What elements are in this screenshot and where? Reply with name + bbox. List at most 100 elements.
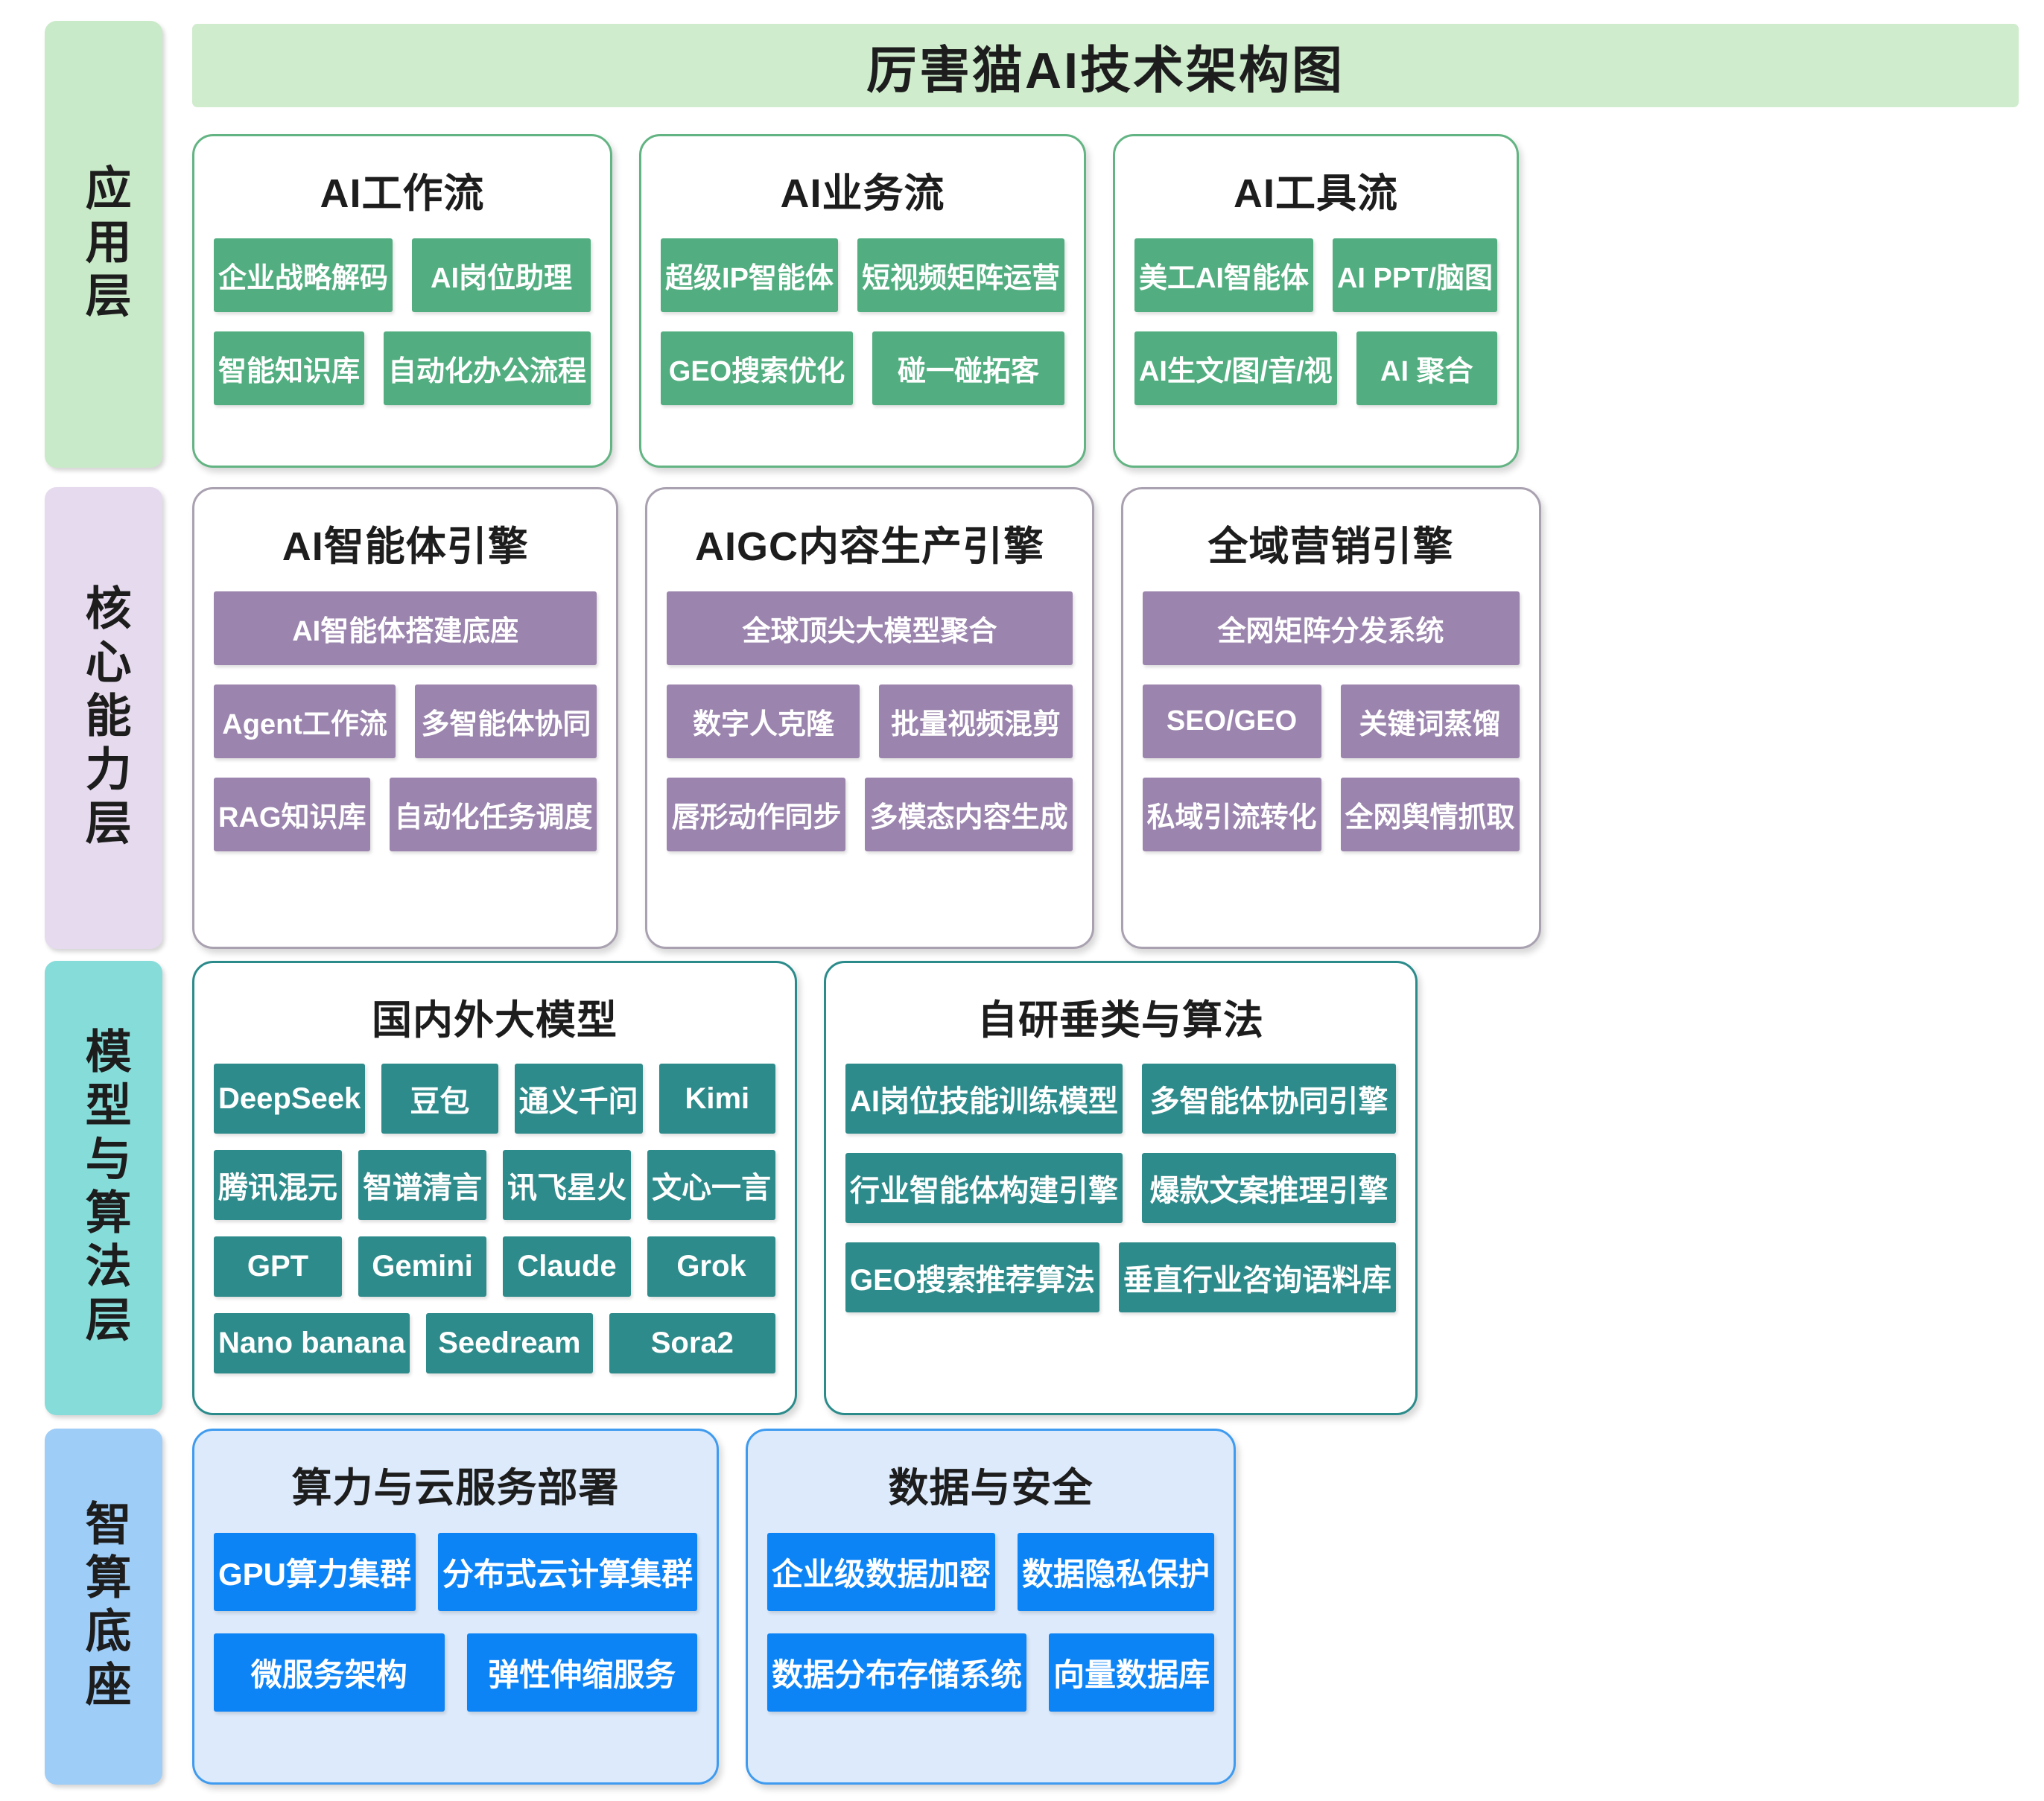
chip-row: 企业战略解码 AI岗位助理 [214,238,591,312]
chip-item[interactable]: Seedream [426,1313,593,1373]
chip-item[interactable]: AI 聚合 [1356,331,1497,405]
group-card-data-security[interactable]: 数据与安全 企业级数据加密 数据隐私保护 数据分布存储系统 向量数据库 [746,1429,1237,1785]
group-card-ai-agent-engine[interactable]: AI智能体引擎 AI智能体搭建底座 Agent工作流 多智能体协同 RAG知识库… [192,487,619,949]
sidebar-item-compute-base-layer[interactable]: 智算底座 [45,1429,162,1785]
chip-item[interactable]: 超级IP智能体 [661,238,838,312]
chip-item[interactable]: Agent工作流 [214,684,396,758]
chip-item[interactable]: 爆款文案推理引擎 [1142,1153,1396,1223]
chip-item[interactable]: 分布式云计算集群 [438,1533,698,1611]
layer-row-application: 应用层 AI工作流 企业战略解码 AI岗位助理 智能知识库 自动化办公流程 AI… [0,21,1543,468]
sidebar-item-core-capability-layer[interactable]: 核心能力层 [45,487,162,949]
chip-item[interactable]: AI生文/图/音/视 [1134,331,1337,405]
chip-item[interactable]: 向量数据库 [1049,1633,1215,1712]
layer-content-application: AI工作流 企业战略解码 AI岗位助理 智能知识库 自动化办公流程 AI业务流 [192,134,1519,468]
chip-item[interactable]: 智谱清言 [358,1150,486,1220]
chip-list: AI智能体搭建底座 Agent工作流 多智能体协同 RAG知识库 自动化任务调度 [214,591,597,926]
chip-item[interactable]: Grok [647,1236,775,1297]
chip-item[interactable]: 弹性伸缩服务 [466,1633,698,1712]
group-title-ai-agent-engine: AI智能体引擎 [282,524,529,569]
chip-item[interactable]: 数据隐私保护 [1018,1533,1215,1611]
sidebar-label-compute-base-layer: 智算底座 [77,1499,130,1714]
chip-item[interactable]: 企业战略解码 [214,238,393,312]
chip-item[interactable]: GEO搜索推荐算法 [845,1242,1099,1312]
chip-item[interactable]: 讯飞星火 [503,1150,631,1220]
chip-item[interactable]: RAG知识库 [214,778,371,851]
chip-item[interactable]: GPU算力集群 [214,1533,416,1611]
chip-item[interactable]: 腾讯混元 [214,1150,342,1220]
chip-item[interactable]: 企业级数据加密 [767,1533,996,1611]
chip-item[interactable]: 豆包 [381,1064,498,1134]
chip-item[interactable]: Kimi [658,1064,776,1134]
chip-item[interactable]: 关键词蒸馏 [1340,684,1520,758]
chip-list: DeepSeek 豆包 通义千问 Kimi 腾讯混元 智谱清言 讯飞星火 文心一… [214,1064,776,1392]
sidebar-label-model-algorithm-layer: 模型与算法层 [77,1027,130,1349]
sidebar-item-model-algorithm-layer[interactable]: 模型与算法层 [45,961,162,1415]
group-card-omnichannel-marketing-engine[interactable]: 全域营销引擎 全网矩阵分发系统 SEO/GEO 关键词蒸馏 私域引流转化 全网舆… [1120,487,1541,949]
chip-item[interactable]: 数字人克隆 [667,684,860,758]
chip-item[interactable]: Sora2 [609,1313,775,1373]
chip-item[interactable]: 全网矩阵分发系统 [1142,591,1520,665]
chip-item[interactable]: 短视频矩阵运营 [857,238,1064,312]
group-title-proprietary-vertical-algorithms: 自研垂类与算法 [977,998,1264,1043]
group-card-compute-cloud-deployment[interactable]: 算力与云服务部署 GPU算力集群 分布式云计算集群 微服务架构 弹性伸缩服务 [192,1429,720,1785]
chip-row: GEO搜索推荐算法 垂直行业咨询语料库 [845,1242,1396,1312]
chip-item[interactable]: AI PPT/脑图 [1332,238,1497,312]
chip-item[interactable]: 私域引流转化 [1142,778,1321,851]
chip-row: Nano banana Seedream Sora2 [214,1313,775,1373]
group-card-aigc-content-engine[interactable]: AIGC内容生产引擎 全球顶尖大模型聚合 数字人克隆 批量视频混剪 唇形动作同步… [645,487,1094,949]
group-card-ai-business-flow[interactable]: AI业务流 超级IP智能体 短视频矩阵运营 GEO搜索优化 碰一碰拓客 [639,134,1086,468]
group-card-proprietary-vertical-algorithms[interactable]: 自研垂类与算法 AI岗位技能训练模型 多智能体协同引擎 行业智能体构建引擎 爆款… [824,961,1418,1415]
chip-item[interactable]: 多智能体协同 [415,684,597,758]
chip-item[interactable]: 自动化办公流程 [384,331,591,405]
chip-item[interactable]: GEO搜索优化 [661,331,853,405]
chip-list: 企业级数据加密 数据隐私保护 数据分布存储系统 向量数据库 [767,1533,1215,1762]
group-card-ai-tool-flow[interactable]: AI工具流 美工AI智能体 AI PPT/脑图 AI生文/图/音/视 AI 聚合 [1112,134,1519,468]
chip-row: 智能知识库 自动化办公流程 [214,331,591,405]
chip-item[interactable]: 文心一言 [647,1150,775,1220]
chip-item[interactable]: 唇形动作同步 [667,778,846,851]
sidebar-label-application-layer: 应用层 [77,164,130,325]
layer-content-compute-base: 算力与云服务部署 GPU算力集群 分布式云计算集群 微服务架构 弹性伸缩服务 数… [192,1429,1237,1785]
layer-row-core-capability: 核心能力层 AI智能体引擎 AI智能体搭建底座 Agent工作流 多智能体协同 … [0,487,1565,949]
group-card-ai-workflow[interactable]: AI工作流 企业战略解码 AI岗位助理 智能知识库 自动化办公流程 [192,134,613,468]
sidebar-item-application-layer[interactable]: 应用层 [45,21,162,468]
chip-item[interactable]: 多智能体协同引擎 [1142,1064,1396,1134]
chip-item[interactable]: DeepSeek [214,1064,366,1134]
chip-item[interactable]: 智能知识库 [214,331,365,405]
chip-list: 美工AI智能体 AI PPT/脑图 AI生文/图/音/视 AI 聚合 [1134,238,1497,445]
chip-item[interactable]: 自动化任务调度 [390,778,597,851]
chip-row: GPT Gemini Claude Grok [214,1236,775,1297]
chip-item[interactable]: 全网舆情抓取 [1340,778,1520,851]
chip-item[interactable]: AI岗位技能训练模型 [845,1064,1123,1134]
chip-item[interactable]: Gemini [358,1236,486,1297]
chip-item[interactable]: 数据分布存储系统 [767,1633,1027,1712]
chip-item[interactable]: AI智能体搭建底座 [214,591,597,665]
chip-row: 企业级数据加密 数据隐私保护 [767,1533,1215,1611]
chip-row: AI智能体搭建底座 [214,591,597,665]
chip-row: SEO/GEO 关键词蒸馏 [1142,684,1520,758]
group-title-ai-tool-flow: AI工具流 [1233,171,1398,216]
chip-row: AI岗位技能训练模型 多智能体协同引擎 [845,1064,1396,1134]
chip-item[interactable]: 垂直行业咨询语料库 [1118,1242,1396,1312]
group-card-domestic-foreign-llms[interactable]: 国内外大模型 DeepSeek 豆包 通义千问 Kimi 腾讯混元 智谱清言 讯… [192,961,797,1415]
chip-item[interactable]: 批量视频混剪 [879,684,1073,758]
chip-item[interactable]: Claude [503,1236,631,1297]
chip-item[interactable]: 碰一碰拓客 [872,331,1064,405]
group-title-omnichannel-marketing-engine: 全域营销引擎 [1207,524,1454,569]
chip-item[interactable]: 美工AI智能体 [1134,238,1313,312]
chip-item[interactable]: SEO/GEO [1142,684,1321,758]
chip-list: 全球顶尖大模型聚合 数字人克隆 批量视频混剪 唇形动作同步 多模态内容生成 [667,591,1073,926]
chip-row: 超级IP智能体 短视频矩阵运营 [661,238,1064,312]
chip-item[interactable]: AI岗位助理 [412,238,591,312]
chip-item[interactable]: Nano banana [214,1313,410,1373]
chip-item[interactable]: 多模态内容生成 [865,778,1073,851]
chip-item[interactable]: GPT [214,1236,342,1297]
chip-row: 美工AI智能体 AI PPT/脑图 [1134,238,1497,312]
chip-item[interactable]: 微服务架构 [214,1633,445,1712]
chip-item[interactable]: 通义千问 [514,1064,643,1134]
chip-item[interactable]: 行业智能体构建引擎 [845,1153,1123,1223]
chip-list: AI岗位技能训练模型 多智能体协同引擎 行业智能体构建引擎 爆款文案推理引擎 G… [845,1064,1396,1392]
sidebar-label-core-capability-layer: 核心能力层 [77,584,130,852]
chip-item[interactable]: 全球顶尖大模型聚合 [667,591,1073,665]
